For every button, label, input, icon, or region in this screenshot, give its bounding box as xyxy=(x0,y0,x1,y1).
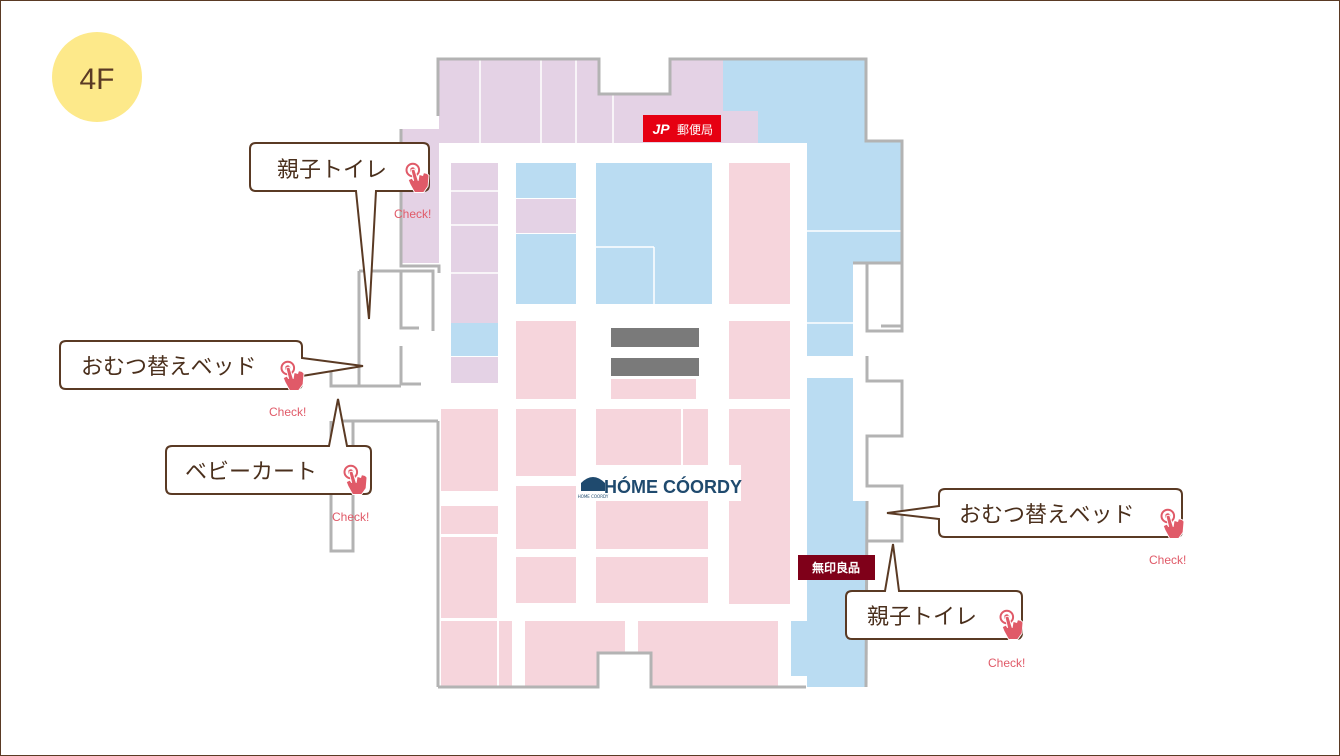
callout-label: おむつ替えベッド xyxy=(959,503,1135,528)
check-label: Check! xyxy=(1149,553,1186,567)
floor-badge xyxy=(52,32,142,122)
check-label: Check! xyxy=(269,405,306,419)
shop-blocks xyxy=(401,60,901,689)
home-coordy-label: HÓME CÓORDY xyxy=(604,476,742,497)
post-office-logo: JP xyxy=(652,121,670,137)
callout-label: ベビーカート xyxy=(185,460,317,485)
post-office-label: 郵便局 xyxy=(677,123,713,137)
callout-family-toilet-2[interactable]: 親子トイレ Check! xyxy=(845,543,1025,670)
home-coordy-logo-icon xyxy=(581,477,605,491)
callout-stroller[interactable]: ベビーカート Check! xyxy=(165,398,372,524)
floor-label: 4F xyxy=(79,63,114,96)
check-label: Check! xyxy=(394,207,431,221)
callout-label: おむつ替えベッド xyxy=(81,355,257,380)
callout-diaper-bed-2[interactable]: おむつ替えベッド Check! xyxy=(886,488,1186,567)
walls xyxy=(329,57,904,689)
post-office-sign: JP 郵便局 xyxy=(643,115,721,142)
check-label: Check! xyxy=(332,510,369,524)
muji-sign: 無印良品 xyxy=(798,555,875,580)
callout-diaper-bed-1[interactable]: おむつ替えベッド Check! xyxy=(59,340,364,419)
home-coordy-sign: HOME COORDY HÓME CÓORDY xyxy=(578,465,742,501)
home-coordy-sub: HOME COORDY xyxy=(578,494,609,499)
muji-label: 無印良品 xyxy=(812,560,860,575)
callout-label: 親子トイレ xyxy=(867,605,977,630)
escalator xyxy=(611,328,699,376)
check-label: Check! xyxy=(988,656,1025,670)
callout-family-toilet-1[interactable]: 親子トイレ Check! xyxy=(249,142,431,320)
callout-label: 親子トイレ xyxy=(277,158,387,183)
